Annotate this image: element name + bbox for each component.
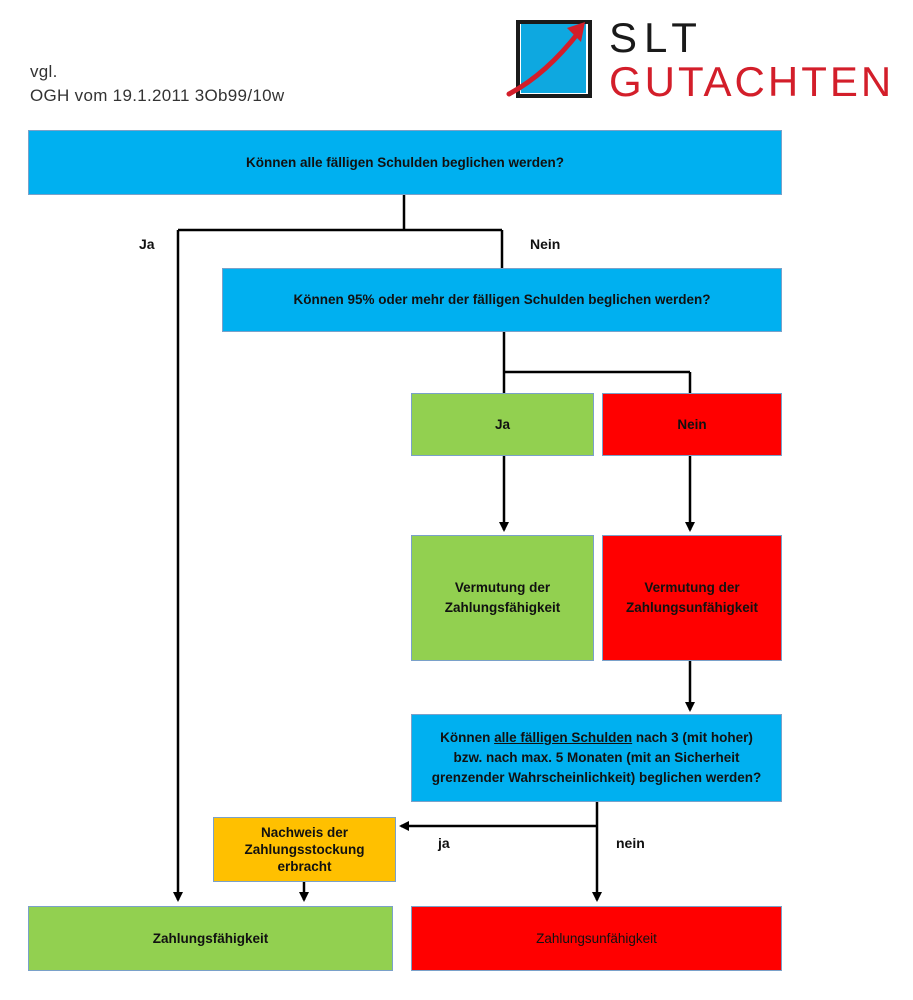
node-ja-box: Ja xyxy=(411,393,594,456)
slt-gutachten-logo: SLT GUTACHTEN xyxy=(505,10,900,110)
reference-note: vgl. OGH vom 19.1.2011 3Ob99/10w xyxy=(30,60,284,108)
node-nein-text: Nein xyxy=(677,416,707,432)
edge-label-nein-top: Nein xyxy=(530,236,561,252)
vermutung-zu-line-1: Vermutung der xyxy=(644,580,740,595)
zahlungsunfaehigkeit-text: Zahlungsunfähigkeit xyxy=(536,930,657,946)
node-q2-95-prozent: Können 95% oder mehr der fälligen Schuld… xyxy=(222,268,782,332)
edge-label-ja-lower: ja xyxy=(438,835,450,851)
node-zahlungsfaehigkeit: Zahlungsfähigkeit xyxy=(28,906,393,971)
reference-line-2: OGH vom 19.1.2011 3Ob99/10w xyxy=(30,86,285,105)
logo-text-gutachten: GUTACHTEN xyxy=(609,58,895,105)
reference-line-1: vgl. xyxy=(30,62,58,81)
node-nachweis-zahlungsstockung: Nachweis der Zahlungsstockung erbracht xyxy=(213,817,396,882)
q3-underlined-text: alle fälligen Schulden xyxy=(494,730,633,745)
nachweis-line-1: Nachweis der xyxy=(260,825,349,840)
vermutung-zf-line-2: Zahlungsfähigkeit xyxy=(444,600,561,615)
node-ja-text: Ja xyxy=(494,416,511,432)
vermutung-zu-line-2: Zahlungsunfähigkeit xyxy=(625,600,758,615)
edge-label-ja-left: Ja xyxy=(139,236,155,252)
node-q1-alle-schulden: Können alle fälligen Schulden beglichen … xyxy=(28,130,782,195)
node-q3-monate: Können alle fälligen Schulden nach 3 (mi… xyxy=(411,714,782,802)
node-q3-text: Können alle fälligen Schulden nach 3 (mi… xyxy=(431,730,762,785)
node-zahlungsunfaehigkeit: Zahlungsunfähigkeit xyxy=(411,906,782,971)
nachweis-line-2: Zahlungsstockung xyxy=(244,842,365,857)
edge-label-nein-lower: nein xyxy=(616,835,645,851)
node-q1-text: Können alle fälligen Schulden beglichen … xyxy=(245,154,565,170)
node-nein-box: Nein xyxy=(602,393,782,456)
vermutung-zf-line-1: Vermutung der xyxy=(454,580,551,595)
logo-text-slt: SLT xyxy=(609,14,704,61)
node-vermutung-zahlungsfaehigkeit: Vermutung der Zahlungsfähigkeit xyxy=(411,535,594,661)
arrow-up-right-icon xyxy=(506,22,585,97)
node-vermutung-zahlungsunfaehigkeit: Vermutung der Zahlungsunfähigkeit xyxy=(602,535,782,661)
node-q2-text: Können 95% oder mehr der fälligen Schuld… xyxy=(293,292,711,307)
logo-frame xyxy=(516,20,592,98)
nachweis-line-3: erbracht xyxy=(277,859,332,874)
zahlungsfaehigkeit-text: Zahlungsfähigkeit xyxy=(152,930,269,946)
